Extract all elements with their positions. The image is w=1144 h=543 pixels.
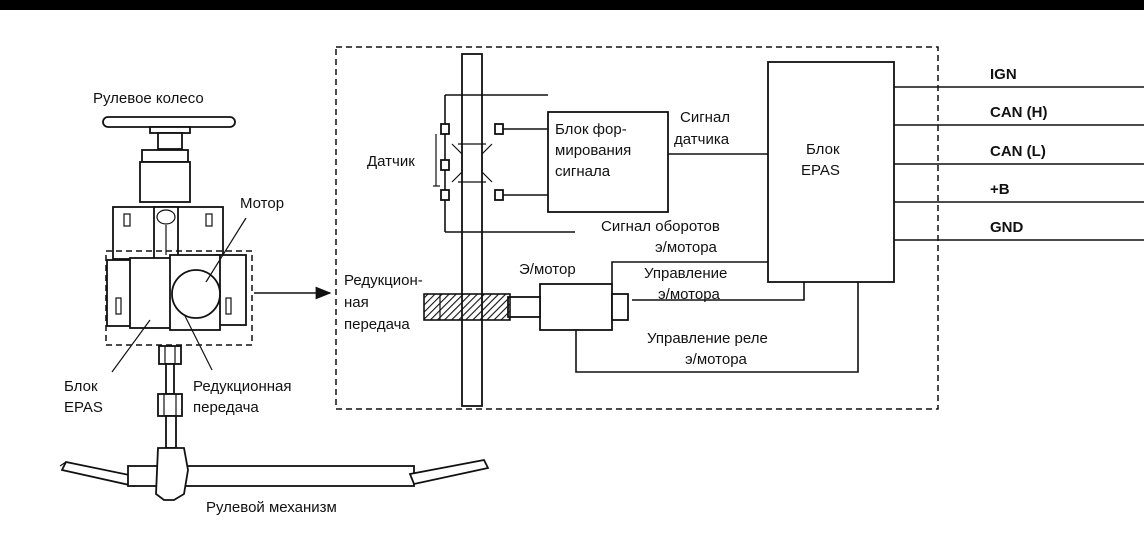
label-reduction-line3: передача: [344, 316, 410, 333]
label-reduction-gear-line1: Редукционная: [193, 378, 292, 395]
emotor-shape: [507, 283, 629, 331]
label-steering-wheel: Рулевое колесо: [93, 90, 204, 107]
motor-control-line: [632, 282, 805, 301]
signal-block-label-line2: мирования: [555, 142, 631, 159]
label-epas-unit-line2: EPAS: [64, 399, 103, 416]
top-black-bar: [0, 0, 1144, 10]
label-sensor-signal-line1: Сигнал: [680, 109, 730, 126]
label-emotor: Э/мотор: [519, 261, 576, 278]
signal-block-label-line3: сигнала: [555, 163, 611, 180]
worm-gear-shape: [423, 293, 511, 321]
terminal-label-can-h: CAN (H): [990, 104, 1048, 121]
label-motor: Мотор: [240, 195, 284, 212]
label-motor-control-line2: э/мотора: [658, 286, 721, 303]
epas-block-label-line1: Блок: [806, 141, 840, 158]
label-sensor: Датчик: [367, 153, 415, 170]
terminal-lines: [894, 86, 1144, 241]
steering-wheel-shape: [102, 116, 236, 128]
steering-shaft-shape: [461, 53, 483, 407]
label-rpm-signal-line2: э/мотора: [655, 239, 718, 256]
signal-forming-block: [547, 111, 669, 213]
label-rpm-signal-line1: Сигнал оборотов: [601, 218, 720, 235]
epas-block-label-line2: EPAS: [801, 162, 840, 179]
label-steering-mechanism: Рулевой механизм: [206, 499, 337, 516]
label-reduction-line2: ная: [344, 294, 369, 311]
epas-module-outline: [105, 250, 253, 346]
terminal-label-can-l: CAN (L): [990, 143, 1046, 160]
rpm-signal-line: [611, 261, 768, 284]
relay-control-line: [575, 282, 859, 373]
terminal-label-gnd: GND: [990, 219, 1024, 236]
label-relay-control-line2: э/мотора: [685, 351, 748, 368]
terminal-label-plus-b: +B: [990, 181, 1010, 198]
label-reduction-gear-line2: передача: [193, 399, 259, 416]
label-motor-control-line1: Управление: [644, 265, 727, 282]
signal-block-label-line1: Блок фор-: [555, 121, 627, 138]
epas-block: [767, 61, 895, 283]
schematic-outline: [335, 46, 939, 410]
label-reduction-line1: Редукцион-: [344, 272, 423, 289]
motor-circle: [171, 269, 221, 319]
torque-sensor-shape: [433, 94, 575, 233]
steering-column-illustration: [59, 116, 490, 501]
label-relay-control-line1: Управление реле: [647, 330, 768, 347]
label-sensor-signal-line2: датчика: [674, 131, 730, 148]
label-epas-unit-line1: Блок: [64, 378, 98, 395]
terminal-label-ign: IGN: [990, 66, 1017, 83]
